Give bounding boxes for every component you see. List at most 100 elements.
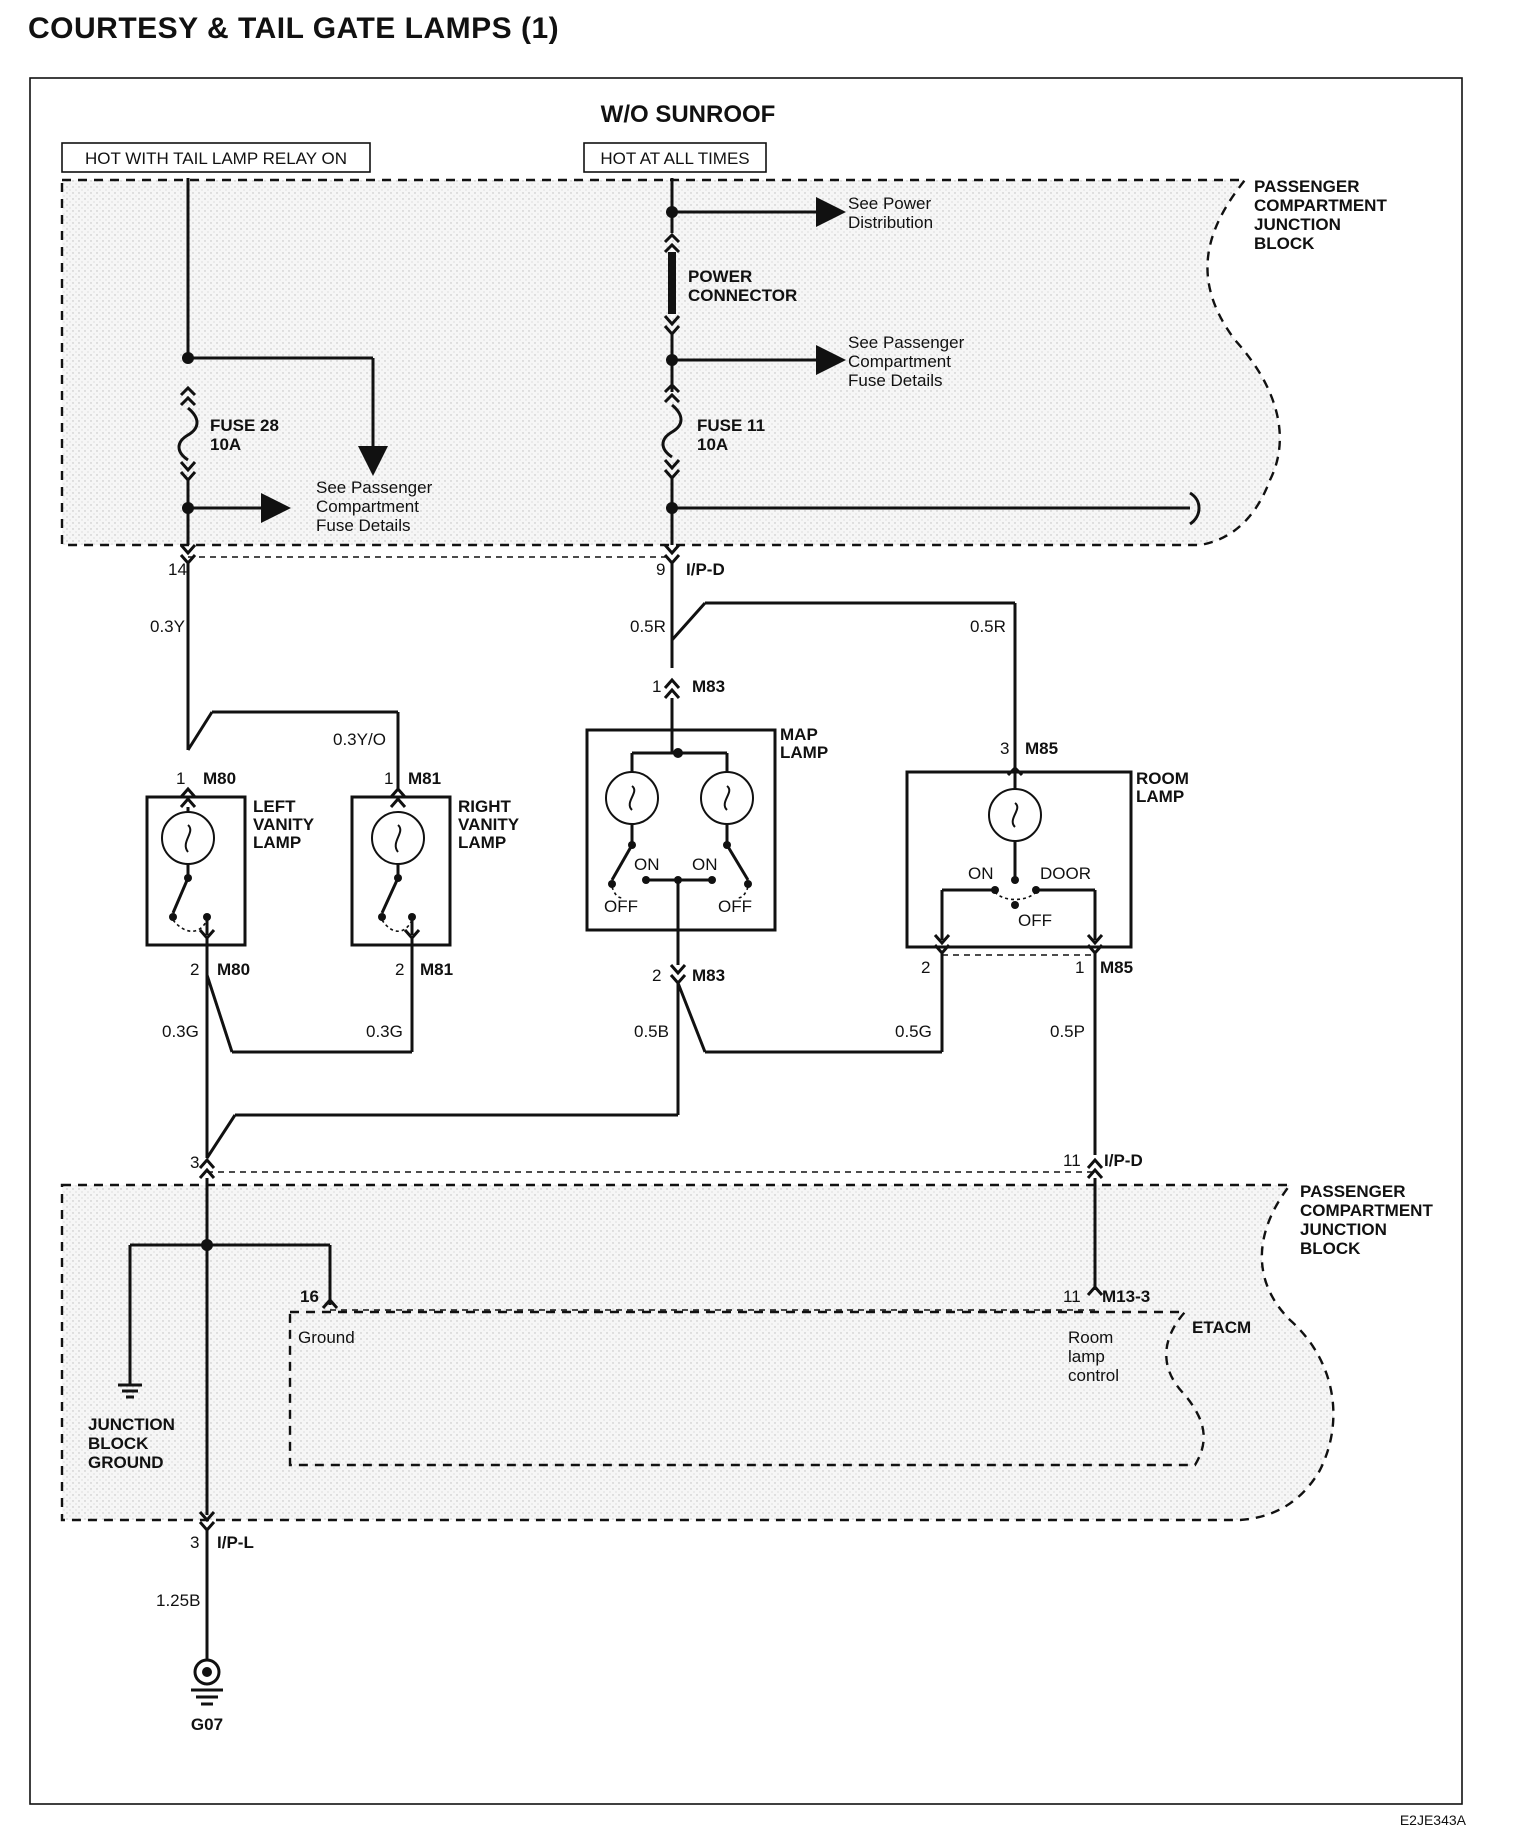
svg-text:See Passenger: See Passenger	[316, 478, 433, 497]
wire-label-1-25b: 1.25B	[156, 1591, 200, 1610]
connector-m85-1-pin: 1	[1075, 958, 1084, 977]
svg-text:JUNCTION: JUNCTION	[88, 1415, 175, 1434]
connector-m80-1: M80	[203, 769, 236, 788]
connector-ipd-top: I/P-D	[686, 560, 725, 579]
jb-ground-label: JUNCTION BLOCK GROUND	[88, 1415, 175, 1472]
room-lamp-label: ROOM LAMP	[1136, 769, 1189, 806]
connector-m13: M13-3	[1102, 1287, 1150, 1306]
connector-m81-1-pin: 1	[384, 769, 393, 788]
page-title: COURTESY & TAIL GATE LAMPS (1)	[28, 12, 560, 45]
svg-text:JUNCTION: JUNCTION	[1254, 215, 1341, 234]
map-off-left-label: OFF	[604, 897, 638, 916]
bottom-junction-block	[60, 1183, 1335, 1522]
bottom-junction-block-label: PASSENGER COMPARTMENT JUNCTION BLOCK	[1300, 1182, 1433, 1258]
map-off-right-label: OFF	[718, 897, 752, 916]
diagram-frame	[29, 77, 1463, 1805]
connector-m83-1-pin: 1	[652, 677, 661, 696]
connector-pin-14: 14	[168, 560, 187, 579]
fuse-11-rating: 10A	[697, 435, 728, 454]
room-lamp-control-label: Room lamp control	[1068, 1328, 1119, 1385]
fuse-28-symbol	[177, 406, 199, 462]
svg-text:Distribution: Distribution	[848, 213, 933, 232]
diagram-subtitle: W/O SUNROOF	[601, 101, 776, 128]
svg-text:RIGHT: RIGHT	[458, 797, 512, 816]
wire-label-0-5g: 0.5G	[895, 1022, 932, 1041]
room-door-label: DOOR	[1040, 864, 1091, 883]
hot-all-times-label: HOT AT ALL TIMES	[600, 149, 749, 168]
ground-g07-symbol	[191, 1658, 223, 1706]
fuse-28-rating: 10A	[210, 435, 241, 454]
connector-pin-9: 9	[656, 560, 665, 579]
wire-label-0-5r-right: 0.5R	[970, 617, 1006, 636]
room-on-label: ON	[968, 864, 994, 883]
svg-text:LAMP: LAMP	[253, 833, 301, 852]
ground-wires	[205, 938, 1097, 1159]
connector-m80-1-pin: 1	[176, 769, 185, 788]
svg-text:See Passenger: See Passenger	[848, 333, 965, 352]
wire-label-0-3yo: 0.3Y/O	[333, 730, 386, 749]
fuse-11-label: FUSE 11	[697, 416, 765, 435]
connector-m83-1: M83	[692, 677, 725, 696]
connector-m83-2-pin: 2	[652, 966, 661, 985]
pcfd-ref-left: See Passenger Compartment Fuse Details	[316, 478, 433, 535]
svg-text:Fuse Details: Fuse Details	[848, 371, 942, 390]
wire-label-0-5p: 0.5P	[1050, 1022, 1085, 1041]
pcfd-ref-right: See Passenger Compartment Fuse Details	[848, 333, 965, 390]
hot-tail-relay-box	[61, 142, 371, 173]
junction-ground-wiring	[118, 1178, 1104, 1515]
fuse-11-symbol	[661, 403, 683, 459]
svg-text:Room: Room	[1068, 1328, 1113, 1347]
room-lamp	[905, 765, 1133, 956]
hot-tail-relay-label: HOT WITH TAIL LAMP RELAY ON	[85, 149, 347, 168]
etacm-ground-label: Ground	[298, 1328, 355, 1347]
fuse-11-circuit	[661, 178, 1201, 545]
fuse-28-circuit	[177, 178, 388, 545]
svg-text:PASSENGER: PASSENGER	[1300, 1182, 1406, 1201]
room-off-label: OFF	[1018, 911, 1052, 930]
left-vanity-lamp	[145, 786, 247, 947]
svg-text:POWER: POWER	[688, 267, 752, 286]
right-vanity-lamp-label: RIGHT VANITY LAMP	[458, 797, 520, 852]
connector-m83-2: M83	[692, 966, 725, 985]
hot-all-times-box	[583, 142, 767, 173]
svg-text:VANITY: VANITY	[253, 815, 315, 834]
connector-pin-16: 16	[300, 1287, 319, 1306]
connector-m13-pin: 11	[1063, 1287, 1081, 1306]
svg-text:LEFT: LEFT	[253, 797, 296, 816]
svg-text:lamp: lamp	[1068, 1347, 1105, 1366]
svg-text:BLOCK: BLOCK	[1254, 234, 1315, 253]
map-on-right-label: ON	[692, 855, 718, 874]
etacm-label: ETACM	[1192, 1318, 1251, 1337]
wire-label-0-3y: 0.3Y	[150, 617, 185, 636]
map-on-left-label: ON	[634, 855, 660, 874]
power-distribution-ref: See Power Distribution	[848, 194, 933, 232]
svg-text:LAMP: LAMP	[1136, 787, 1184, 806]
connector-m80-2: M80	[217, 960, 250, 979]
svg-text:JUNCTION: JUNCTION	[1300, 1220, 1387, 1239]
wire-label-0-3g-left: 0.3G	[162, 1022, 199, 1041]
connector-m80-2-pin: 2	[190, 960, 199, 979]
connector-ipl: I/P-L	[217, 1533, 254, 1552]
svg-text:Compartment: Compartment	[316, 497, 419, 516]
top-junction-block-label: PASSENGER COMPARTMENT JUNCTION BLOCK	[1254, 177, 1387, 253]
svg-text:See Power: See Power	[848, 194, 931, 213]
power-connector-label: POWER CONNECTOR	[688, 267, 797, 305]
svg-text:BLOCK: BLOCK	[88, 1434, 149, 1453]
right-vanity-lamp	[350, 786, 452, 947]
wire-label-0-3g-right: 0.3G	[366, 1022, 403, 1041]
connector-m85-1: M85	[1100, 958, 1133, 977]
map-lamp	[585, 728, 777, 986]
svg-text:control: control	[1068, 1366, 1119, 1385]
connector-m85-2-pin: 2	[921, 958, 930, 977]
wire-0-5r	[663, 563, 1017, 768]
ground-g07-label: G07	[191, 1715, 223, 1734]
left-vanity-lamp-label: LEFT VANITY LAMP	[253, 797, 315, 852]
svg-text:PASSENGER: PASSENGER	[1254, 177, 1360, 196]
svg-text:COMPARTMENT: COMPARTMENT	[1254, 196, 1387, 215]
svg-text:LAMP: LAMP	[780, 743, 828, 762]
diagram-code: E2JE343A	[1399, 1812, 1466, 1828]
power-connector-symbol	[668, 252, 676, 314]
connector-m81-2-pin: 2	[395, 960, 404, 979]
svg-text:BLOCK: BLOCK	[1300, 1239, 1361, 1258]
